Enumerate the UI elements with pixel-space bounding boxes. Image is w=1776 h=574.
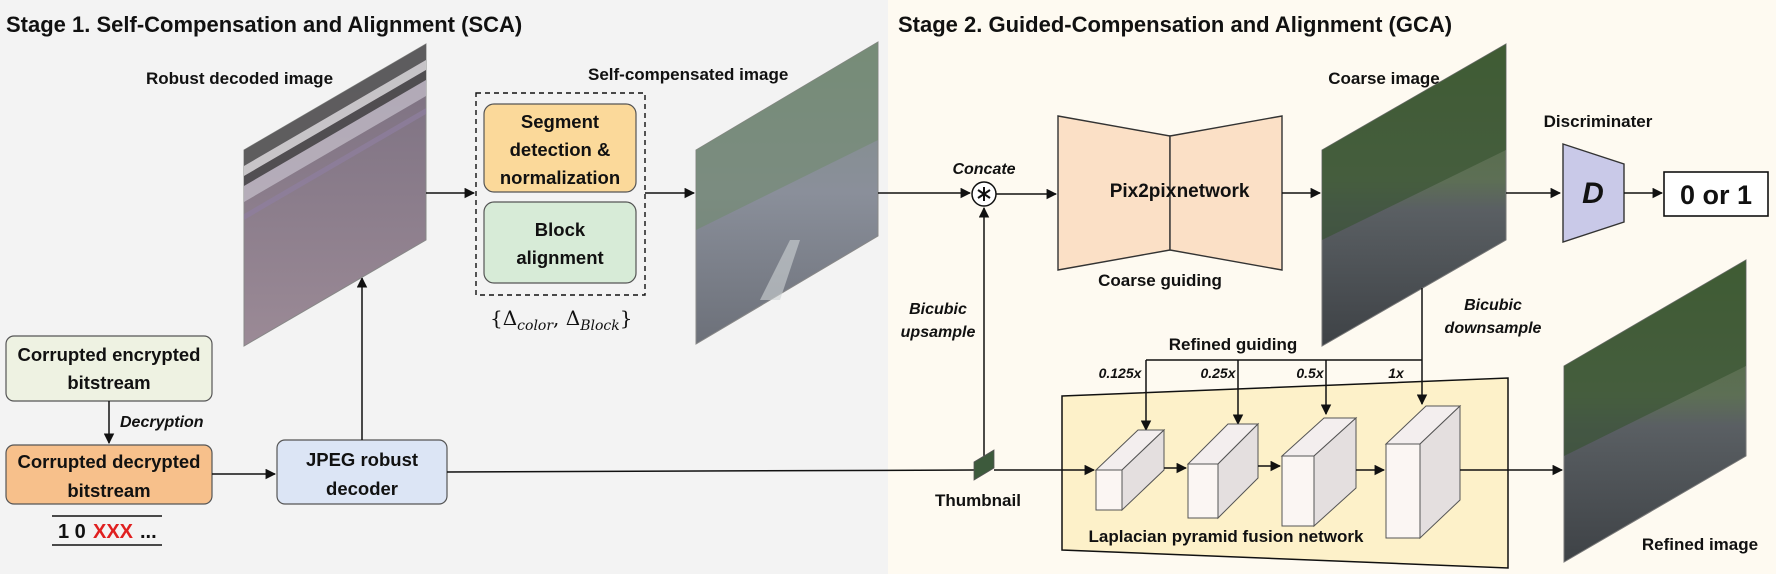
thumbnail-label: Thumbnail xyxy=(935,491,1021,510)
self-compensated-image xyxy=(695,41,879,345)
pix2pix-label-right: network xyxy=(1177,181,1250,202)
laplacian-label: Laplacian pyramid fusion network xyxy=(1089,527,1364,546)
coarse-guiding-label: Coarse guiding xyxy=(1098,271,1222,290)
pix2pix-network xyxy=(1057,115,1283,271)
output-box xyxy=(1663,171,1769,217)
segment-line3: normalization xyxy=(500,167,620,188)
robust-decoded-image xyxy=(243,43,427,347)
segment-box xyxy=(483,103,637,193)
pyramid-block-1 xyxy=(1094,428,1166,512)
stage1-title: Stage 1. Self-Compensation and Alignment… xyxy=(6,12,522,37)
decoder-to-thumbnail-line xyxy=(446,469,975,473)
decryption-label: Decryption xyxy=(120,414,204,431)
pyramid-block-4 xyxy=(1384,404,1462,540)
bits-crossed: XXX xyxy=(93,521,134,543)
bicubic-upsample-line2: upsample xyxy=(901,324,976,341)
bicubic-downsample-line2: downsample xyxy=(1445,320,1542,337)
stage2-title: Stage 2. Guided-Compensation and Alignme… xyxy=(898,12,1452,37)
svg-text:{Δcolor, ΔBlock}: {Δcolor, ΔBlock} xyxy=(490,306,632,334)
bits-prefix: 1 0 xyxy=(58,521,86,543)
segment-line2: detection & xyxy=(510,139,611,160)
output-label: 0 or 1 xyxy=(1680,180,1752,210)
jpeg-decoder-line1: JPEG robust xyxy=(306,449,418,470)
corrupted-encrypted-line1: Corrupted encrypted xyxy=(18,344,201,365)
block-alignment-box xyxy=(483,201,637,284)
delta-formula: {Δcolor, ΔBlock} xyxy=(490,306,632,334)
sca-module-group xyxy=(475,92,646,296)
pyramid-block-2 xyxy=(1186,422,1260,520)
corrupted-encrypted-line2: bitstream xyxy=(67,372,150,393)
pix2pix-label-left: Pix2pix xyxy=(1110,181,1177,202)
self-compensated-label: Self-compensated image xyxy=(588,65,788,84)
scale-label-1: 0.125x xyxy=(1099,365,1143,381)
thumbnail-image xyxy=(973,449,995,481)
scale-label-3: 0.5x xyxy=(1296,365,1324,381)
pyramid-block-3 xyxy=(1280,416,1358,528)
coarse-image-label: Coarse image xyxy=(1328,69,1440,88)
concate-label: Concate xyxy=(952,161,1015,178)
scale-label-4: 1x xyxy=(1388,365,1405,381)
segment-line1: Segment xyxy=(521,111,599,132)
jpeg-decoder-line2: decoder xyxy=(326,478,398,499)
block-line2: alignment xyxy=(516,247,603,268)
refined-image-label: Refined image xyxy=(1642,535,1758,554)
discriminator-block xyxy=(1562,143,1625,243)
corrupted-decrypted-line1: Corrupted decrypted xyxy=(18,451,201,472)
bicubic-downsample-line1: Bicubic xyxy=(1464,297,1522,314)
scale-label-2: 0.25x xyxy=(1200,365,1236,381)
refined-image xyxy=(1563,259,1747,563)
bits-suffix: ... xyxy=(140,521,157,543)
bicubic-upsample-line1: Bicubic xyxy=(909,301,967,318)
discriminator-label: Discriminater xyxy=(1544,112,1653,131)
robust-image-label: Robust decoded image xyxy=(146,69,333,88)
block-line1: Block xyxy=(535,219,586,240)
corrupted-decrypted-line2: bitstream xyxy=(67,480,150,501)
refined-guiding-label: Refined guiding xyxy=(1169,335,1297,354)
discriminator-symbol: D xyxy=(1582,177,1604,210)
concat-operator-icon xyxy=(971,181,997,207)
coarse-image xyxy=(1321,43,1507,347)
